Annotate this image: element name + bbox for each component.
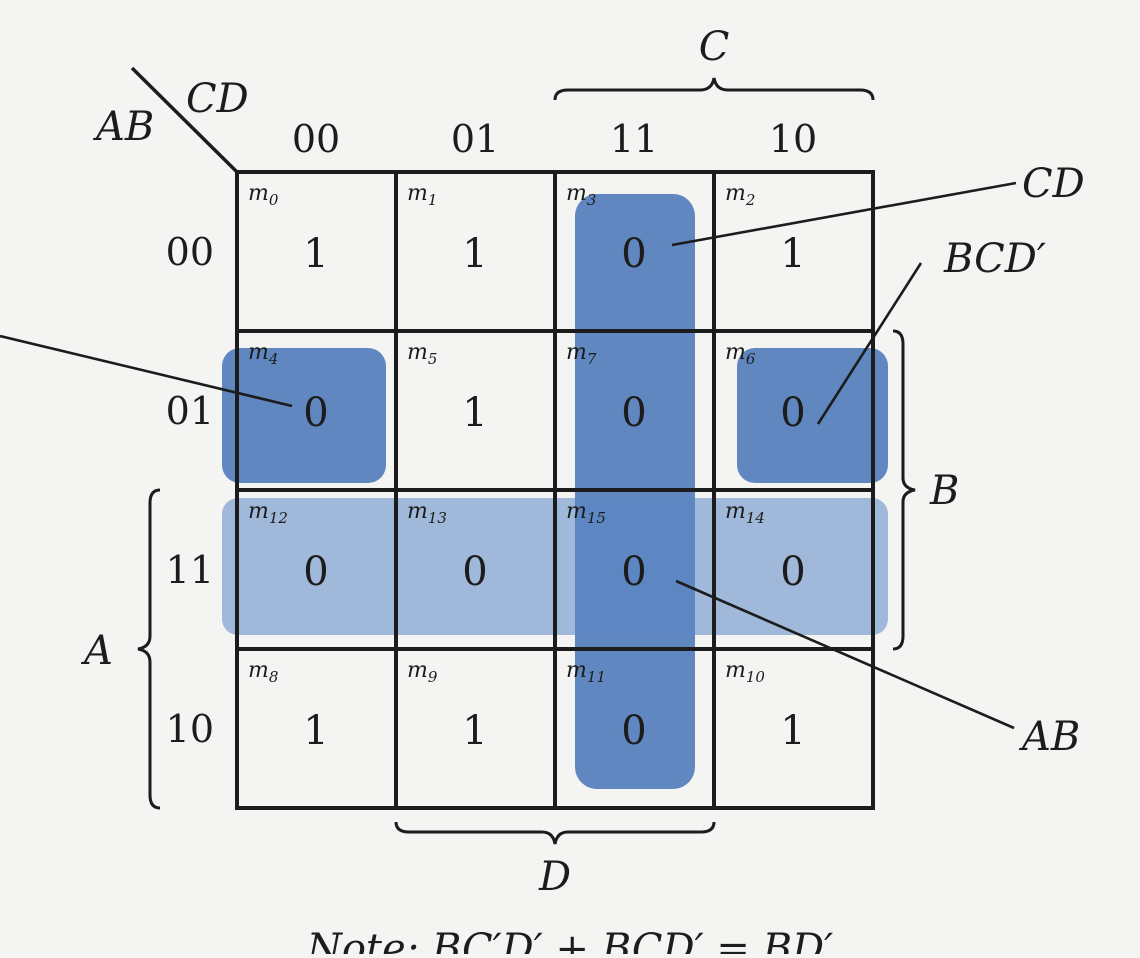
brace-b bbox=[892, 329, 916, 651]
cell-value: 1 bbox=[303, 231, 328, 277]
corner-diagonal bbox=[130, 66, 239, 174]
brace-label-d: D bbox=[538, 854, 571, 900]
leader-cd bbox=[671, 181, 1017, 247]
minterm-label: m12 bbox=[248, 499, 288, 527]
minterm-label: m13 bbox=[407, 499, 447, 527]
brace-label-c: C bbox=[699, 24, 730, 70]
callout-bcd-prime: BCD′ bbox=[943, 236, 1046, 282]
cell-value: 0 bbox=[621, 390, 646, 436]
group-bcd-prime bbox=[737, 348, 888, 483]
minterm-label: m14 bbox=[725, 499, 765, 527]
brace-label-b: B bbox=[929, 468, 959, 514]
callout-cd: CD bbox=[1022, 161, 1085, 207]
note-text: Note: BC′D′ + BCD′ = BD′ bbox=[306, 926, 833, 954]
cell-value: 0 bbox=[621, 549, 646, 595]
row-variable-label: AB bbox=[92, 104, 154, 150]
cell-value: 1 bbox=[303, 708, 328, 754]
cell-value: 1 bbox=[462, 231, 487, 277]
cell-value: 0 bbox=[303, 549, 328, 595]
minterm-label: m10 bbox=[725, 658, 765, 686]
minterm-label: m8 bbox=[248, 658, 278, 686]
leader-bcd-prime bbox=[816, 262, 923, 425]
minterm-label: m3 bbox=[566, 181, 596, 209]
column-header: 00 bbox=[292, 117, 340, 161]
column-variable-label: CD bbox=[186, 76, 249, 122]
group-bc-prime-d-prime bbox=[222, 348, 386, 483]
leader-bc-prime-d-prime bbox=[0, 334, 293, 408]
column-header: 01 bbox=[451, 117, 499, 161]
minterm-label: m4 bbox=[248, 340, 278, 368]
cell-value: 1 bbox=[462, 390, 487, 436]
minterm-label: m11 bbox=[566, 658, 606, 686]
cell-value: 0 bbox=[462, 549, 487, 595]
cell-value: 0 bbox=[621, 708, 646, 754]
cell-value: 0 bbox=[780, 390, 805, 436]
callout-ab: AB bbox=[1018, 714, 1080, 760]
row-header: 01 bbox=[166, 389, 214, 433]
column-header: 11 bbox=[610, 117, 658, 161]
minterm-label: m6 bbox=[725, 340, 756, 368]
minterm-label: m2 bbox=[725, 181, 755, 209]
brace-c bbox=[553, 77, 875, 101]
row-header: 00 bbox=[166, 230, 214, 274]
callout-leaders bbox=[0, 181, 1017, 730]
kmap-grid bbox=[130, 66, 875, 810]
minterm-label: m15 bbox=[566, 499, 606, 527]
cell-value: 0 bbox=[780, 549, 805, 595]
cell-value: 1 bbox=[780, 708, 805, 754]
row-header: 11 bbox=[166, 548, 214, 592]
leader-ab bbox=[675, 579, 1015, 730]
row-header: 10 bbox=[166, 707, 214, 751]
cell-value: 0 bbox=[621, 231, 646, 277]
brace-d bbox=[394, 821, 716, 845]
row-headers: 00 01 11 10 bbox=[166, 230, 214, 751]
variable-braces bbox=[137, 77, 916, 845]
brace-a bbox=[137, 488, 161, 810]
cell-value: 1 bbox=[462, 708, 487, 754]
minterm-label: m5 bbox=[407, 340, 437, 368]
column-header: 10 bbox=[769, 117, 817, 161]
minterm-label: m9 bbox=[407, 658, 438, 686]
cell-value: 0 bbox=[303, 390, 328, 436]
minterm-label: m1 bbox=[407, 181, 437, 209]
cell-value: 1 bbox=[780, 231, 805, 277]
kmap-cells: m0 1 m1 1 m3 0 m2 1 m4 0 m5 1 m7 0 m6 0 … bbox=[248, 181, 806, 754]
brace-label-a: A bbox=[80, 628, 113, 674]
minterm-label: m0 bbox=[248, 181, 279, 209]
minterm-label: m7 bbox=[566, 340, 597, 368]
column-headers: 00 01 11 10 bbox=[292, 117, 817, 161]
